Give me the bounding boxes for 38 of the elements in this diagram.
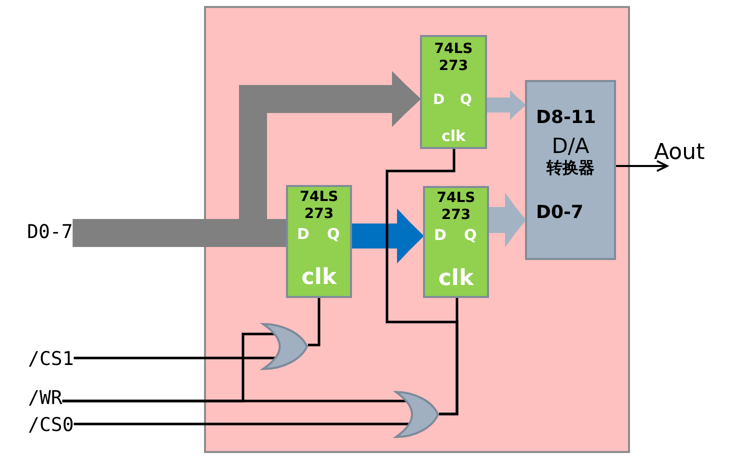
pin-label: D (433, 92, 445, 109)
pin-label: D0-7 (536, 202, 584, 224)
part-number: 74LS 273 (433, 41, 474, 75)
pin-label: clk (438, 266, 474, 292)
wire (74, 356, 276, 360)
latch-chip (423, 186, 489, 298)
part-number: 74LS 273 (436, 190, 476, 224)
converter-box (525, 80, 616, 260)
pin-label: clk (301, 265, 337, 291)
latch-chip (286, 185, 352, 298)
bus-arrow (487, 90, 525, 120)
signal-label: D0-7 (27, 221, 73, 243)
wire (386, 149, 458, 416)
wire (308, 298, 320, 346)
latch-chip (420, 35, 487, 149)
pin-label: D (434, 226, 446, 244)
or-gate (395, 391, 439, 438)
pin-label: D8-11 (536, 107, 596, 129)
panel (204, 6, 630, 453)
signal-label: /WR (28, 387, 62, 409)
wire (74, 422, 410, 426)
signal-label: /CS1 (28, 348, 74, 370)
bus-arrow (352, 208, 423, 264)
box-title: 转换器 (546, 158, 594, 178)
pin-label: clk (442, 127, 466, 145)
wire (62, 400, 408, 402)
bus-arrow (489, 192, 525, 248)
part-number: 74LS 273 (298, 189, 340, 223)
signal-label: Aout (654, 140, 705, 166)
pin-label: Q (327, 225, 340, 243)
bus-arrow (72, 71, 420, 247)
pin-label: Q (460, 92, 472, 109)
signal-label: /CS0 (28, 414, 74, 436)
arrow (616, 160, 668, 172)
pin-label: Q (464, 226, 477, 244)
pin-label: D (297, 225, 310, 243)
box-title: D/A (552, 134, 590, 158)
or-gate (262, 323, 308, 370)
